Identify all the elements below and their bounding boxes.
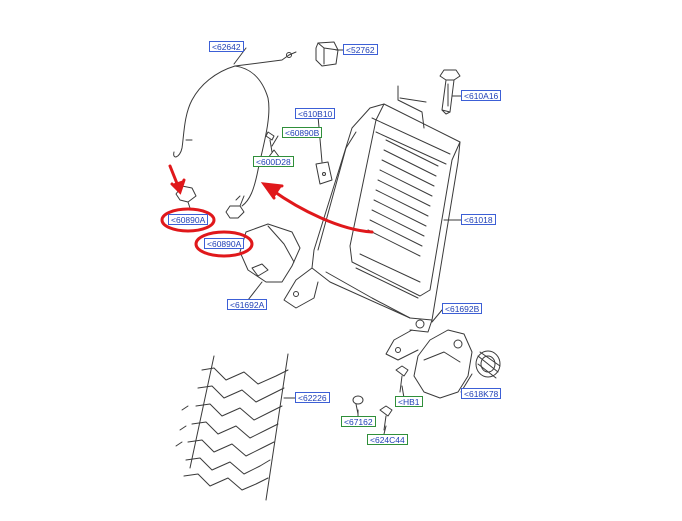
callout-62642[interactable]: 62642 — [209, 41, 244, 52]
clip-right-part — [225, 195, 245, 219]
callout-60890A-left[interactable]: 60890A — [168, 214, 209, 225]
callout-60890A-right[interactable]: 60890A — [204, 238, 245, 249]
callout-HB1[interactable]: HB1 — [395, 396, 423, 407]
bolt-part — [395, 365, 409, 393]
side-trim-right — [413, 329, 473, 399]
screw-part — [379, 405, 393, 431]
seat-back-frame — [283, 85, 461, 361]
callout-61692B[interactable]: 61692B — [442, 303, 483, 314]
cover-part — [315, 41, 339, 67]
red-arrow-curve — [270, 188, 374, 234]
headrest-guide — [439, 69, 461, 115]
callout-624C44[interactable]: 624C44 — [367, 434, 408, 445]
callout-60890B[interactable]: 60890B — [282, 127, 323, 138]
side-trim-left — [239, 223, 301, 283]
callout-61018[interactable]: 61018 — [461, 214, 496, 225]
red-annotations — [160, 164, 374, 258]
cable-assembly — [173, 51, 297, 207]
callout-61692A[interactable]: 61692A — [227, 299, 268, 310]
red-arrow-left-head — [170, 178, 186, 195]
callout-618K78[interactable]: 618K78 — [461, 388, 502, 399]
leader-lines — [233, 47, 473, 435]
callout-600D28[interactable]: 600D28 — [253, 156, 294, 167]
callout-610A16[interactable]: 610A16 — [461, 90, 502, 101]
callout-610B10[interactable]: 610B10 — [295, 108, 336, 119]
recliner-knob — [475, 350, 501, 379]
callout-62226[interactable]: 62226 — [295, 392, 330, 403]
red-circle-clip-right — [194, 230, 254, 258]
spring-suspension-mat — [175, 353, 289, 501]
red-arrow-curve-head — [260, 182, 284, 200]
callout-52762[interactable]: 52762 — [343, 44, 378, 55]
red-circle-clip-left — [160, 207, 216, 233]
callout-67162[interactable]: 67162 — [341, 416, 376, 427]
